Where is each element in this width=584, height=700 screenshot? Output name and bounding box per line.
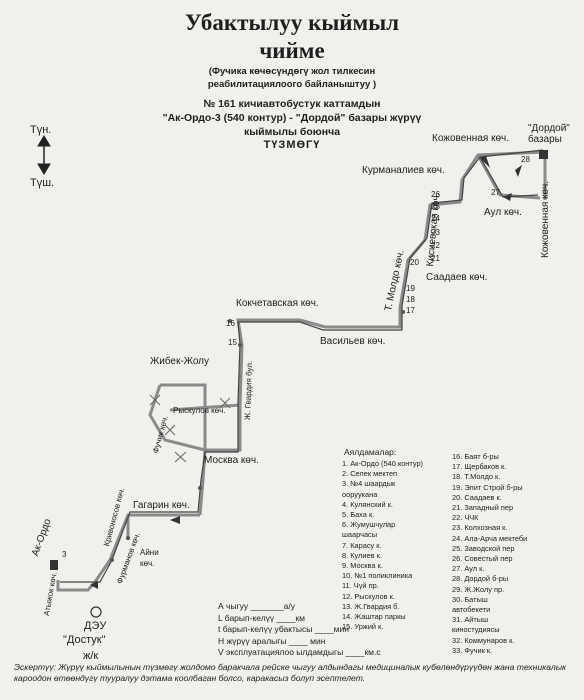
legend-item: 11. Чүй пр. bbox=[342, 581, 379, 591]
legend-item: 4. Кулянский к. bbox=[342, 499, 393, 509]
legend-item: киностудиясы bbox=[452, 625, 500, 635]
street-kozhevennaya-vertical: Кожовенная көч. bbox=[540, 180, 551, 258]
legend-item: 15. Уржий к. bbox=[342, 622, 384, 632]
compass-north: Түн. bbox=[30, 124, 52, 136]
route-line2: "Ак-Ордо-3 (540 контур) - "Дордой" базар… bbox=[162, 112, 422, 124]
stop-number: 26 bbox=[431, 190, 440, 199]
legend-item: 32. Коммунаров к. bbox=[452, 635, 515, 645]
trip-parameters: А чыгуу _______а/у L барып-келүү ____км … bbox=[218, 601, 381, 659]
deu-label: ДЭУ bbox=[84, 620, 107, 632]
legend-item: 30. Батыш bbox=[452, 594, 488, 604]
street-moskva: Москва көч. bbox=[204, 455, 259, 466]
legend-item: 6. Жумушчулар bbox=[342, 520, 396, 530]
interval-field: H жүрүү аралыгы ____ мин bbox=[218, 635, 326, 646]
stop-number: 17 bbox=[406, 306, 415, 315]
legend-item: 1. Ак-Ордо (540 контур) bbox=[342, 459, 424, 468]
legend-item: 27. Аул к. bbox=[452, 564, 485, 574]
stop-number: 15 bbox=[228, 338, 237, 347]
legend-item: 22. ЧЧК bbox=[452, 513, 479, 523]
legend-item: 17. Щербаков к. bbox=[452, 462, 507, 472]
street-ryskulov: Рыскулов көч. bbox=[173, 406, 226, 415]
legend-item: 18. Т.Молдо к. bbox=[452, 472, 501, 482]
legend-item: 13. Ж.Гвардия б. bbox=[342, 601, 400, 611]
legend-item: 28. Дордой б-ры bbox=[452, 574, 509, 584]
street-gagarin: Гагарин көч. bbox=[133, 500, 190, 511]
stop-number: 25 bbox=[431, 202, 440, 211]
legend-item: 2. Селек мектеп bbox=[342, 469, 398, 479]
street-kurmanaliev: Курманалиев көч. bbox=[362, 165, 445, 176]
footnote: Эскертүү: Жүрүү кыймылынын түзмөгү жолдо… bbox=[14, 662, 567, 683]
speed-field: V эксплуатациялоо ылдамдыгы ____км.с bbox=[218, 647, 381, 657]
departures-field: А чыгуу _______а/у bbox=[218, 601, 295, 611]
stop-number: 16 bbox=[226, 319, 235, 328]
document-title-line2: чийме bbox=[259, 38, 325, 63]
dostuk-label: "Достук" bbox=[63, 634, 106, 646]
street-vasiliev: Васильев көч. bbox=[320, 336, 386, 347]
street-aul: Аул көч. bbox=[484, 207, 522, 218]
dordoy-bazar-label: "Дордой" базары bbox=[528, 123, 570, 145]
route-line1: № 161 кичиавтобустук каттамдын bbox=[203, 98, 381, 110]
legend-item: 12. Рыскулов к. bbox=[342, 591, 395, 601]
legend-item: 25. Заводской пер bbox=[452, 543, 515, 553]
dostuk-terminal bbox=[90, 606, 102, 618]
direction-arrows bbox=[90, 156, 522, 589]
legend-item: 23. Колхозная к. bbox=[452, 523, 508, 533]
bus-stop-dots bbox=[110, 310, 405, 562]
stop-number: 18 bbox=[406, 295, 415, 304]
legend-item: 33. Фучик к. bbox=[452, 645, 493, 655]
subtitle-line1: (Фучика көчөсүндөгү жол тилкесин bbox=[208, 66, 376, 77]
legend-item: ооруукана bbox=[342, 489, 378, 499]
legend-item: 14. Жаштар паркы bbox=[342, 612, 406, 622]
legend-item: 7. Карасу к. bbox=[342, 540, 382, 550]
legend-item: шаарчасы bbox=[342, 530, 378, 540]
legend-item: 16. Баят б-ры bbox=[452, 452, 499, 461]
stop-number: 23 bbox=[431, 228, 440, 237]
stop-number: 20 bbox=[410, 258, 419, 267]
route-line3: кыймылы боюнча bbox=[243, 126, 341, 138]
legend-item: 8. Кулиев к. bbox=[342, 550, 382, 560]
legend-item: 9. Москва к. bbox=[342, 561, 383, 571]
subtitle-line2: реабилитациялоого байланыштуу ) bbox=[207, 79, 377, 90]
compass-arrow-icon bbox=[37, 135, 51, 175]
legend-item: 21. Западный пер bbox=[452, 503, 514, 513]
street-saadaev: Саадаев көч. bbox=[426, 272, 488, 283]
ak-ordo-terminal bbox=[50, 560, 58, 570]
legend-item: автобекети bbox=[452, 605, 491, 615]
stop-number: 21 bbox=[431, 254, 440, 263]
street-aini: Айни көч. bbox=[140, 548, 159, 568]
ak-ordo-stop-number: 3 bbox=[62, 550, 67, 559]
legend-item: 19. Элит Строй б-ры bbox=[452, 482, 523, 492]
stop-number: 27 bbox=[491, 188, 500, 197]
legend-item: 29. Ж.Жолу пр. bbox=[452, 584, 505, 594]
legend-item: 31. Айтыш bbox=[452, 615, 489, 625]
legend-item: 3. №4 шаардык bbox=[342, 479, 396, 489]
legend-item: 10. №1 поликлиника bbox=[342, 571, 413, 581]
legend-item: 20. Саадаев к. bbox=[452, 492, 502, 502]
dordoy-terminal bbox=[539, 150, 548, 159]
street-kokchetav: Кокчетавская көч. bbox=[236, 298, 319, 309]
legend-item: 24. Ала-Арча мектеби bbox=[452, 533, 528, 543]
document-title-line1: Убактылуу кыймыл bbox=[184, 10, 400, 35]
round-trip-time-field: t барып-келүү убактысы ____мин bbox=[218, 624, 349, 634]
dzhk-label: ж/к bbox=[83, 650, 99, 662]
stop-number: 28 bbox=[521, 155, 530, 164]
roadwork-markers bbox=[149, 394, 231, 463]
route-line4: ТҮЗМӨГҮ bbox=[263, 139, 321, 151]
street-zhibek-zholu: Жибек-Жолу bbox=[150, 356, 209, 367]
stop-number: 22 bbox=[431, 241, 440, 250]
legend-item: 26. Совестый пер bbox=[452, 554, 513, 564]
street-kozhevennaya: Кожовенная көч. bbox=[432, 133, 510, 144]
legend-title: Аялдамалар: bbox=[344, 447, 397, 457]
round-trip-distance-field: L барып-келүү ____км bbox=[218, 612, 305, 623]
legend-item: 5. Баха к. bbox=[342, 510, 375, 520]
stop-number: 19 bbox=[406, 284, 415, 293]
stop-number: 24 bbox=[431, 214, 440, 223]
compass-south: Түш. bbox=[30, 177, 55, 189]
